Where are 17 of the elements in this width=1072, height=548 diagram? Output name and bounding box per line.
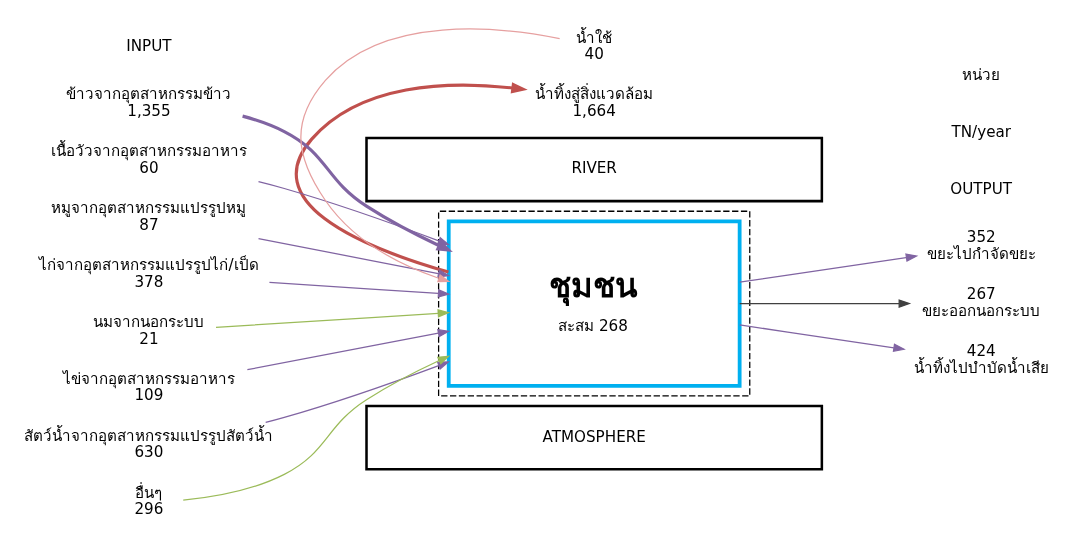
node-text: เนื้อวัวจากอุตสาหกรรมอาหาร 60 (50, 141, 247, 177)
label: INPUT (126, 36, 172, 55)
label: TN/year (951, 122, 1011, 141)
node-text: 424 น้ำทิ้งไปบำบัดน้ำเสีย (913, 341, 1049, 377)
node-text: อื่นๆ 296 (134, 483, 164, 518)
label: OUTPUT (950, 179, 1013, 198)
node-text: สัตว์น้ำจากอุตสาหกรรมแปรรูปสัตว์น้ำ 630 (24, 426, 274, 461)
node-text: หมูจากอุตสาหกรรมแปรรูปหมู 87 (51, 198, 247, 234)
node-text: ไก่จากอุตสาหกรรมแปรรูปไก่/เป็ด 378 (39, 255, 259, 291)
node-text: 352 ขยะไปกำจัดขยะ (926, 227, 1036, 263)
node-text: น้ำใช้ 40 (576, 28, 613, 63)
node-text: 267 ขยะออกนอกระบบ (922, 284, 1041, 320)
node-text: ข้าวจากอุตสาหกรรมข้าว 1,355 (66, 84, 232, 120)
node-text: นมจากนอกระบบ 21 (93, 312, 205, 348)
label: หน่วย (962, 65, 1001, 84)
node-text: น้ำทิ้งสู่สิ่งแวดล้อม 1,664 (535, 84, 654, 120)
node-text: ไข่จากอุตสาหกรรมอาหาร 109 (62, 369, 235, 404)
